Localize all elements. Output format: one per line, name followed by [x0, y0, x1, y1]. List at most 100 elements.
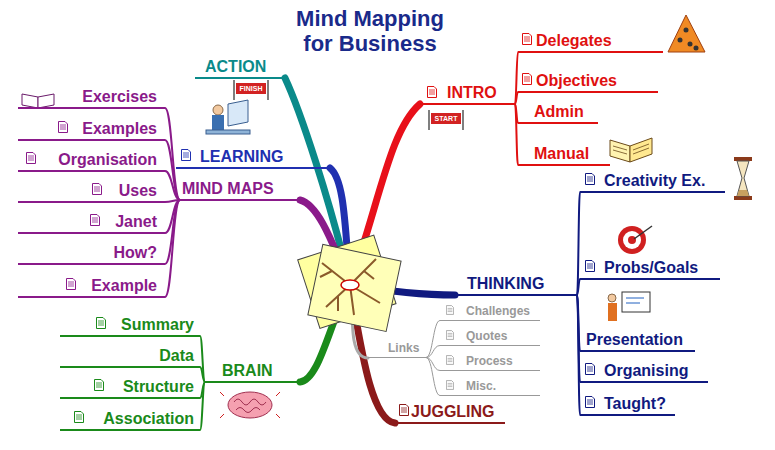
branch-label: Quotes — [440, 328, 540, 346]
man-at-desk-part — [213, 105, 223, 115]
start-banner — [429, 110, 463, 130]
document-icons-part — [91, 215, 100, 226]
branch-label: Creativity Ex. — [580, 170, 725, 193]
presenter-part — [608, 294, 616, 302]
target-part — [623, 231, 641, 249]
branch-text: Misc. — [466, 379, 496, 394]
document-icons-part — [586, 261, 595, 272]
presenter — [608, 292, 650, 321]
branch-line — [426, 346, 440, 358]
document-icons-part — [97, 318, 106, 329]
brain-picture — [220, 392, 280, 418]
branch-label: Challenges — [440, 303, 540, 321]
finish-banner-part — [236, 83, 266, 94]
document-icons-part — [182, 150, 191, 161]
branch-line — [165, 200, 180, 297]
exercises-book-part — [38, 94, 54, 108]
branch-label: Structure — [60, 376, 200, 399]
branch-line — [577, 279, 580, 295]
branch-text: Exercises — [82, 87, 157, 106]
branch-text: Data — [159, 346, 194, 365]
document-icons-part — [446, 381, 453, 390]
branch-text: Summary — [121, 315, 194, 334]
document-icons-part — [67, 279, 76, 290]
branch-text: Association — [103, 409, 194, 428]
target-part — [618, 226, 646, 254]
branch-label: Probs/Goals — [580, 257, 720, 280]
branch-text: Structure — [123, 377, 194, 396]
document-icons-part — [428, 87, 437, 98]
branch-text: Presentation — [586, 330, 683, 349]
branch-label: Example — [18, 275, 165, 298]
document-icons-part — [75, 412, 84, 423]
branch-text: Objectives — [536, 71, 617, 90]
presenter-part — [608, 303, 617, 321]
delegates-cone-part — [668, 15, 705, 52]
document-icons-part — [400, 405, 409, 416]
man-at-desk-part — [206, 130, 250, 134]
brain-picture-part — [228, 392, 272, 418]
branch-text: How? — [113, 243, 157, 262]
branch-label: BRAIN — [205, 360, 300, 383]
branch-label: Exercises — [18, 86, 165, 109]
man-at-desk-part — [228, 100, 248, 126]
delegates-cone-part — [678, 38, 683, 43]
branch-text: Delegates — [536, 31, 612, 50]
branch-label: THINKING — [455, 273, 577, 296]
target-part — [634, 226, 652, 239]
branch-label: LEARNING — [176, 146, 330, 169]
target — [618, 226, 652, 254]
branch-label: Summary — [60, 314, 200, 337]
delegates-cone-part — [688, 42, 693, 47]
branch-label: Association — [60, 408, 200, 431]
branch-label: Misc. — [440, 378, 540, 396]
delegates-cone-part — [694, 46, 699, 51]
branch-text: Admin — [534, 102, 584, 121]
branch-text: INTRO — [447, 83, 497, 102]
presenter-part — [626, 298, 644, 303]
central-image-part — [320, 259, 380, 315]
manual-book-part — [610, 140, 630, 162]
document-icons-part — [586, 397, 595, 408]
finish-banner — [234, 80, 268, 100]
branch-label: Data — [60, 345, 200, 368]
branch-text: Probs/Goals — [604, 258, 698, 277]
document-icons-part — [446, 331, 453, 340]
hourglass-part — [737, 190, 749, 196]
exercises-book — [22, 94, 54, 108]
document-icons-part — [446, 306, 453, 315]
branch-text: Organisation — [58, 150, 157, 169]
branch-text: MIND MAPS — [182, 179, 274, 198]
hourglass-part — [737, 161, 749, 196]
central-image-part — [308, 244, 401, 331]
document-icons-part — [446, 356, 453, 365]
target-part — [628, 236, 636, 244]
banner-text: START — [431, 114, 461, 123]
branch-label: Manual — [518, 143, 610, 166]
branch-label: Organisation — [18, 149, 165, 172]
branch-label: Admin — [518, 101, 598, 124]
branch-line — [426, 358, 440, 396]
branch-text: Uses — [119, 181, 157, 200]
branch-text: JUGGLING — [411, 402, 495, 421]
banner-text: FINISH — [236, 84, 266, 93]
branch-line — [165, 140, 180, 200]
branch-text: Quotes — [466, 329, 507, 344]
hourglass-part — [734, 157, 752, 161]
branch-text: Process — [466, 354, 513, 369]
branch-text: BRAIN — [222, 361, 273, 380]
branch-line — [426, 321, 440, 358]
branch-label: Uses — [18, 180, 165, 203]
hourglass-part — [734, 196, 752, 200]
branch-text: Taught? — [604, 394, 666, 413]
man-at-desk-part — [212, 115, 224, 130]
branch-text: ACTION — [205, 57, 266, 76]
branch-label: Taught? — [580, 393, 675, 416]
brain-picture-part — [234, 399, 266, 413]
delegates-cone-part — [684, 28, 689, 33]
document-icons-part — [95, 380, 104, 391]
branch-label: ACTION — [195, 56, 285, 79]
start-banner-part — [431, 113, 461, 124]
branch-text: THINKING — [467, 274, 544, 293]
